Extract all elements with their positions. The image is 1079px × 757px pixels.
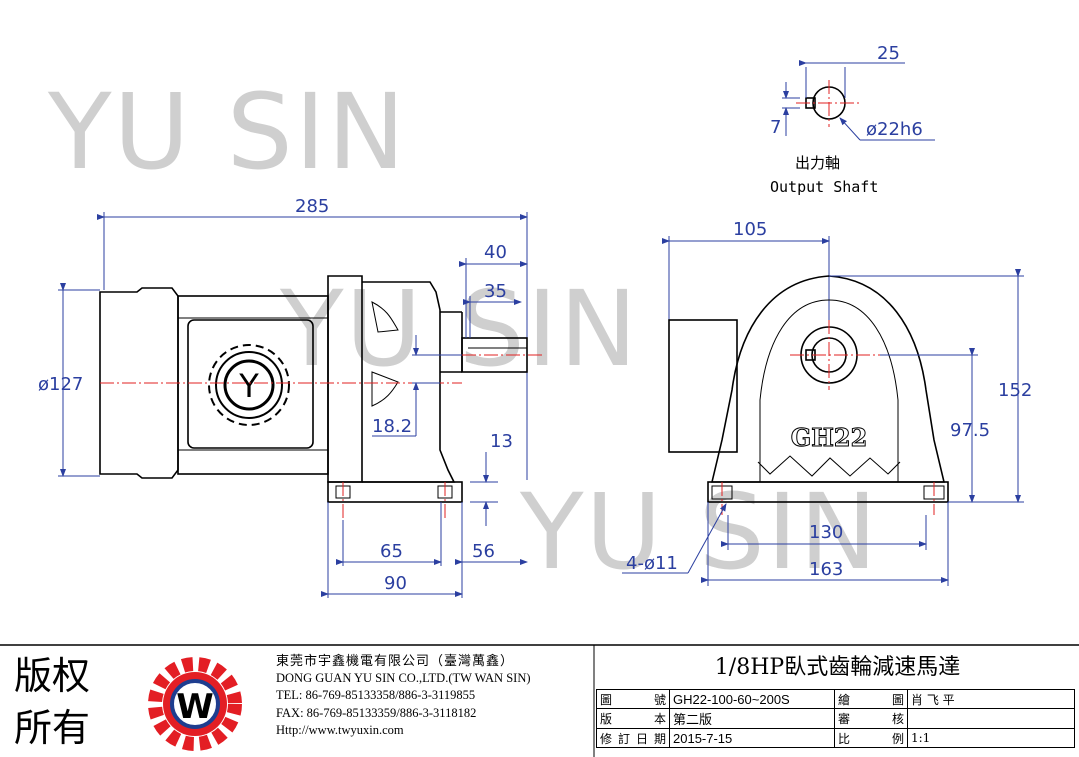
side-view: 285 Y ø127 xyxy=(38,196,545,598)
drafter-label: 繪 圖 xyxy=(834,689,908,709)
copyright-line-1: 版权 xyxy=(14,654,91,698)
title-block-table: 圖 號 GH22-100-60~200S 繪 圖 肖 飞 平 版 本 第二版 審… xyxy=(596,689,1075,748)
copyright-line-2: 所有 xyxy=(14,706,91,750)
scale-label: 比 例 xyxy=(834,728,908,748)
dim-base-thickness: 13 xyxy=(490,431,513,452)
drawing-number-label: 圖 號 xyxy=(596,689,670,709)
watermark-top: YU SIN xyxy=(47,71,407,193)
drafter-value: 肖 飞 平 xyxy=(907,689,1075,709)
output-shaft-label-en: Output Shaft xyxy=(770,178,878,196)
table-row: 修訂日期 2015-7-15 比 例 1:1 xyxy=(596,728,1075,748)
title-block-frame xyxy=(0,644,1079,757)
product-title: 1/8HP臥式齒輪減速馬達 xyxy=(714,655,961,680)
company-tel: TEL: 86-769-85133358/886-3-3119855 xyxy=(276,688,476,702)
dim-key-length: 35 xyxy=(484,281,507,302)
company-name-en: DONG GUAN YU SIN CO.,LTD.(TW WAN SIN) xyxy=(276,670,531,685)
logo-letter: W xyxy=(176,687,214,727)
dim-base-length: 90 xyxy=(384,573,407,594)
dim-mounting-holes: 4-ø11 xyxy=(626,553,678,574)
motor-gear-badge: Y xyxy=(208,344,290,426)
dim-bolt-spacing: 65 xyxy=(380,541,403,562)
version-label: 版 本 xyxy=(596,708,670,729)
watermark-bottom: YU SIN xyxy=(519,471,879,593)
company-name-cn: 東莞市宇鑫機電有限公司（臺灣萬鑫） xyxy=(276,653,515,668)
dim-total-length: 285 xyxy=(295,196,329,217)
dim-base-width: 163 xyxy=(809,559,843,580)
front-view: 105 GH22 152 97.5 130 xyxy=(622,219,1032,586)
revision-date-label: 修訂日期 xyxy=(596,728,670,748)
reviewer-value xyxy=(907,708,1075,729)
dim-bolt-span: 130 xyxy=(809,522,843,543)
reviewer-label: 審 核 xyxy=(834,708,908,729)
dim-center-height: 97.5 xyxy=(950,420,990,441)
company-logo: W xyxy=(148,657,242,751)
table-row: 圖 號 GH22-100-60~200S 繪 圖 肖 飞 平 xyxy=(596,689,1075,709)
dim-key-width: 25 xyxy=(877,43,900,64)
dim-shaft-length: 40 xyxy=(484,242,507,263)
copyright-notice: 版权 所有 xyxy=(14,650,90,754)
watermark-middle: YU SIN xyxy=(279,268,639,390)
dim-edge-distance: 56 xyxy=(472,541,495,562)
dim-center-offset: 105 xyxy=(733,219,767,240)
dim-key-depth: 7 xyxy=(770,117,781,138)
motor-badge-letter: Y xyxy=(238,367,259,405)
drawing-number-value: GH22-100-60~200S xyxy=(669,689,835,709)
dim-shaft-diameter: ø22h6 xyxy=(866,119,923,140)
company-website: Http://www.twyuxin.com xyxy=(276,723,404,737)
scale-value: 1:1 xyxy=(907,728,1075,748)
company-fax: FAX: 86-769-85133359/886-3-3118182 xyxy=(276,705,477,720)
dim-motor-diameter: ø127 xyxy=(38,374,83,395)
version-value: 第二版 xyxy=(669,708,835,729)
company-info: 東莞市宇鑫機電有限公司（臺灣萬鑫） DONG GUAN YU SIN CO.,L… xyxy=(276,652,531,740)
revision-date-value: 2015-7-15 xyxy=(669,728,835,748)
output-shaft-label-cn: 出力軸 xyxy=(795,154,840,172)
output-shaft-detail: 25 7 ø22h6 出力軸 Output Shaft xyxy=(770,43,935,196)
casting-label: GH22 xyxy=(791,423,868,452)
dim-shaft-offset: 18.2 xyxy=(372,416,412,437)
dim-height: 152 xyxy=(998,380,1032,401)
table-row: 版 本 第二版 審 核 xyxy=(596,708,1075,729)
